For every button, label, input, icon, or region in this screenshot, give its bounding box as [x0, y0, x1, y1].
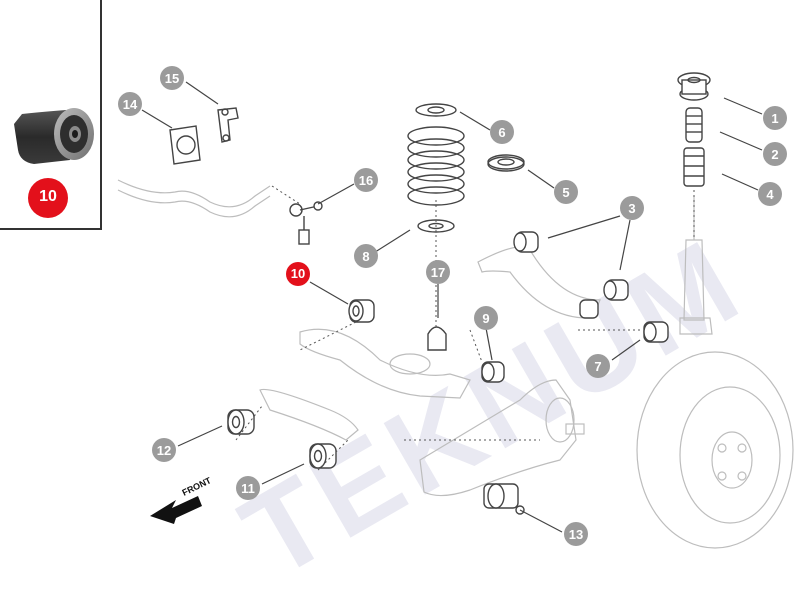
bushing-product-image [14, 108, 94, 218]
stabilizer-link [271, 185, 323, 245]
dust-cover [683, 147, 705, 187]
callout-6: 6 [490, 120, 514, 144]
callout-11: 11 [236, 476, 260, 500]
lower-arm-bushing-9 [481, 361, 505, 383]
callout-15-label: 15 [165, 71, 179, 86]
inset-number: 10 [39, 188, 57, 205]
callout-13: 13 [564, 522, 588, 546]
callout-10-label: 10 [291, 266, 305, 281]
callout-8-label: 8 [362, 249, 369, 264]
shock-lower-bushing [643, 321, 669, 343]
shock-absorber [679, 196, 713, 335]
bump-stop [685, 107, 703, 143]
callout-9: 9 [474, 306, 498, 330]
leader-lines [141, 81, 763, 533]
wheel [636, 351, 794, 549]
callout-16: 16 [354, 168, 378, 192]
callout-4-label: 4 [766, 187, 774, 202]
product-inset: 10 [0, 0, 102, 230]
bearing [487, 154, 525, 172]
callout-10: 10 [286, 262, 310, 286]
stabilizer-bar [117, 179, 271, 218]
callout-12: 12 [152, 438, 176, 462]
callout-4: 4 [758, 182, 782, 206]
toe-link [259, 388, 359, 441]
coil-spring [407, 103, 465, 206]
callout-5: 5 [554, 180, 578, 204]
callout-15: 15 [160, 66, 184, 90]
callout-1: 1 [763, 106, 787, 130]
callout-14: 14 [118, 92, 142, 116]
lower-control-arm [299, 328, 471, 399]
callout-3: 3 [620, 196, 644, 220]
callout-9-label: 9 [482, 311, 489, 326]
stabilizer-clamp [217, 107, 239, 143]
front-arrow: FRONT [150, 475, 213, 524]
upper-arm-bushing-b [603, 279, 629, 301]
callout-14-label: 14 [123, 97, 138, 112]
front-label: FRONT [180, 475, 213, 498]
callout-17-label: 17 [431, 265, 445, 280]
strut-mount [677, 72, 711, 101]
callout-8: 8 [354, 244, 378, 268]
knuckle-bushing-13 [483, 483, 525, 515]
callout-7: 7 [586, 354, 610, 378]
callout-13-label: 13 [569, 527, 583, 542]
callout-2-label: 2 [771, 147, 778, 162]
callout-2: 2 [763, 142, 787, 166]
callout-7-label: 7 [594, 359, 601, 374]
upper-arm-bushing-a [513, 231, 539, 253]
toe-link-bushing-12 [227, 409, 255, 435]
callout-16-label: 16 [359, 173, 373, 188]
toe-link-bushing-11 [309, 443, 337, 469]
callout-1-label: 1 [771, 111, 778, 126]
stabilizer-bushing [169, 125, 201, 165]
callout-3-label: 3 [628, 201, 635, 216]
bump-stop-17 [427, 326, 447, 351]
callout-6-label: 6 [498, 125, 505, 140]
lower-arm-bushing-10 [348, 299, 375, 323]
knuckle [419, 379, 585, 497]
callout-5-label: 5 [562, 185, 569, 200]
upper-arm-bushing-c [579, 299, 599, 319]
callout-17: 17 [426, 260, 450, 284]
callout-12-label: 12 [157, 443, 171, 458]
callout-11-label: 11 [241, 481, 255, 496]
